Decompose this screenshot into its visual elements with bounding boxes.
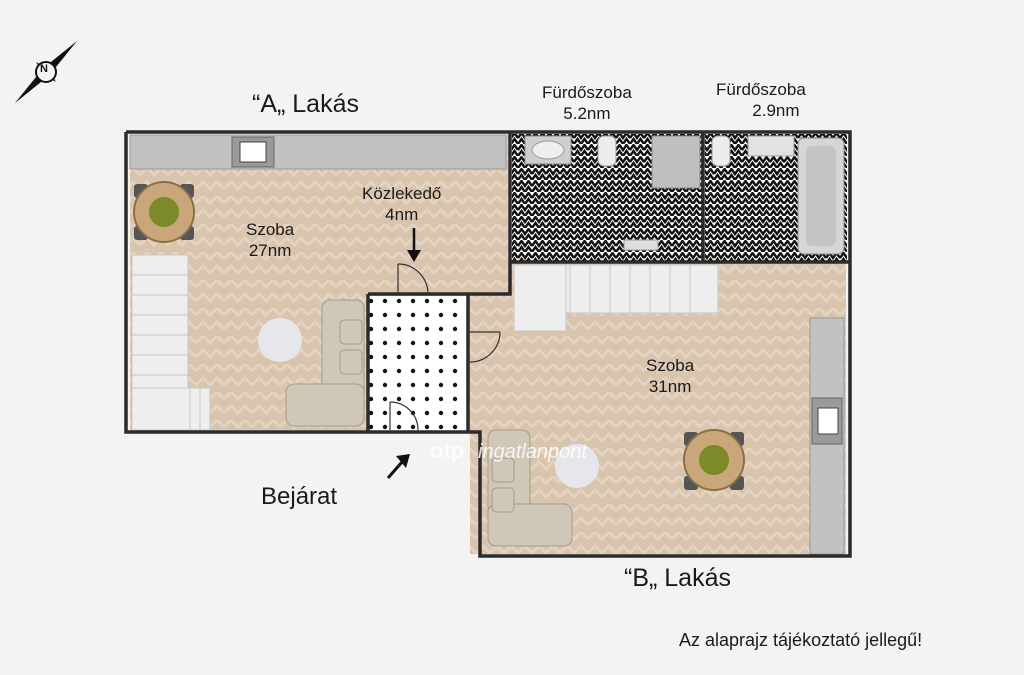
- compass-letter: N: [40, 63, 48, 75]
- sofa-b: [487, 429, 573, 547]
- apartment-a-label: “A„ Lakás: [252, 90, 359, 118]
- room-szoba-a: Szoba 27nm: [246, 219, 294, 262]
- compass-rose-icon: [14, 40, 78, 104]
- stairs-b: [513, 264, 719, 332]
- watermark-text: ingatlanpont: [478, 441, 587, 463]
- room-name: Szoba: [646, 356, 695, 375]
- room-area: 27nm: [248, 241, 292, 261]
- room-area: 31nm: [648, 377, 692, 397]
- room-name: Szoba: [246, 220, 295, 239]
- round-rug-a: [258, 318, 302, 362]
- room-area: 4nm: [385, 205, 419, 225]
- room-furdoszoba-1: Fürdőszoba 5.2nm: [542, 82, 632, 125]
- room-name: Közlekedő: [362, 184, 442, 203]
- bathroom-1-fixtures: [524, 135, 701, 251]
- room-furdoszoba-2: Fürdőszoba 2.9nm: [716, 79, 806, 122]
- disclaimer-note: Az alaprajz tájékoztató jellegű!: [679, 630, 923, 650]
- stairs-a: [131, 254, 211, 431]
- apartment-b-label: “B„ Lakás: [624, 564, 731, 592]
- corridor-tiles: [368, 296, 468, 432]
- room-kozlekedo: Közlekedő 4nm: [362, 183, 441, 226]
- bathroom-2-fixtures: [711, 135, 845, 255]
- sofa-a: [285, 299, 365, 427]
- walls: [124, 130, 852, 558]
- room-name: Fürdőszoba: [542, 83, 632, 102]
- corridor-arrow-icon: [407, 228, 421, 262]
- room-area: 2.9nm: [752, 101, 800, 121]
- kitchen-counter-a: [129, 134, 507, 170]
- doors: [389, 263, 501, 431]
- entrance-arrow-icon: [386, 454, 410, 479]
- room-area: 5.2nm: [563, 104, 611, 124]
- dining-table-b: [683, 429, 745, 491]
- watermark-brand: otp: [430, 438, 465, 463]
- room-szoba-b: Szoba 31nm: [646, 355, 694, 398]
- round-rug-b: [555, 444, 599, 488]
- entrance-label: Bejárat: [261, 483, 338, 510]
- dining-table-a: [133, 181, 195, 243]
- room-name: Fürdőszoba: [716, 80, 806, 99]
